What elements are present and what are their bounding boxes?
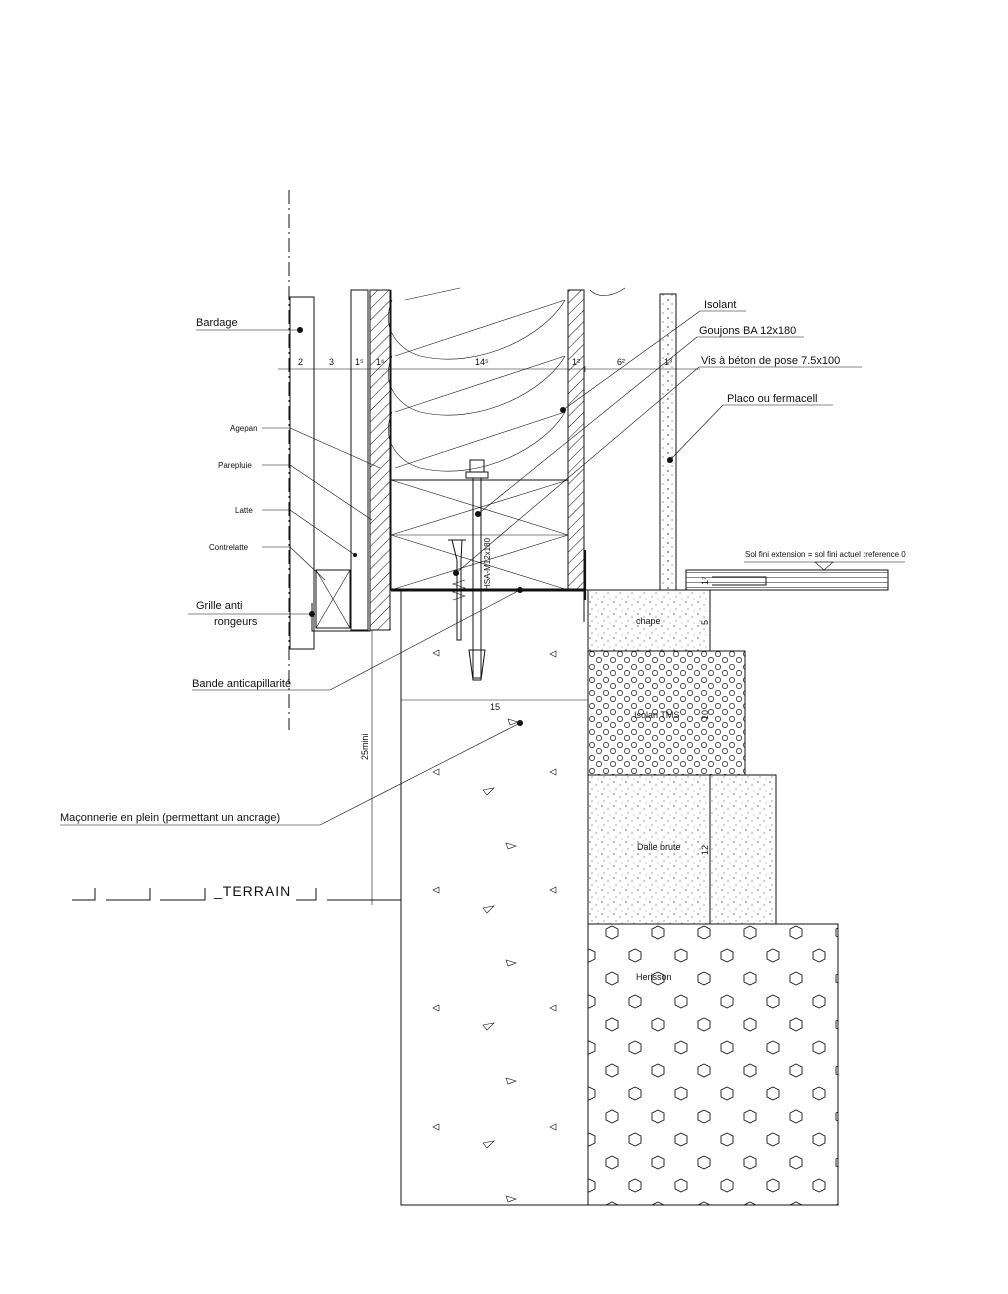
label-grille-2: rongeurs bbox=[214, 616, 258, 628]
label-placo: Placo ou fermacell bbox=[727, 393, 818, 405]
left-leaders bbox=[60, 327, 523, 826]
bardage-board bbox=[289, 296, 315, 650]
label-latte: Latte bbox=[235, 506, 253, 515]
dim-15: 15 bbox=[490, 702, 500, 712]
isolan-tms-layer bbox=[587, 650, 746, 776]
bolt-label: HSA-M12x180 bbox=[483, 537, 492, 590]
contrelatte-block bbox=[315, 569, 351, 629]
label-agepan: Agepan bbox=[230, 424, 258, 433]
label-vis: Vis à béton de pose 7.5x100 bbox=[701, 355, 840, 367]
label-sol-fini: Sol fini extension = sol fini actuel :re… bbox=[745, 550, 906, 559]
label-parepluie: Parepluie bbox=[218, 461, 252, 470]
label-chape: chape bbox=[636, 616, 661, 626]
sole-plate bbox=[390, 479, 569, 591]
label-grille-1: Grille anti bbox=[196, 600, 242, 612]
goujon-bolt: HSA-M12x180 bbox=[465, 459, 492, 681]
existing-floor bbox=[685, 569, 889, 651]
dim-10: 10 bbox=[700, 710, 710, 720]
label-contrelatte: Contrelatte bbox=[209, 543, 249, 552]
dim-1-7: 1⁷ bbox=[700, 577, 710, 585]
label-maconnerie: Maçonnerie en plein (permettant un ancra… bbox=[60, 812, 280, 824]
dim-1-5a: 1⁵ bbox=[355, 357, 364, 367]
dim-1-3: 1³ bbox=[664, 357, 672, 367]
agepan-panel bbox=[369, 289, 391, 631]
right-leaders bbox=[453, 310, 905, 576]
dim-25-mini: 25mini bbox=[360, 733, 370, 760]
label-isolan-tms: Isolan TMS bbox=[634, 710, 679, 720]
herisson-layer bbox=[587, 923, 839, 1206]
dim-14-5: 14⁵ bbox=[475, 357, 489, 367]
label-dalle-brute: Dalle brute bbox=[637, 842, 681, 852]
latte-batten bbox=[350, 289, 369, 631]
insulation-zone bbox=[388, 287, 626, 590]
label-bardage: Bardage bbox=[196, 317, 238, 329]
label-herisson: Herisson bbox=[636, 972, 672, 982]
label-isolant: Isolant bbox=[704, 299, 736, 311]
dim-1-2: 1² bbox=[572, 357, 580, 367]
top-dimension-chain bbox=[278, 366, 700, 372]
terrain-line bbox=[72, 888, 401, 901]
label-bande: Bande anticapillarité bbox=[192, 678, 291, 690]
label-goujons: Goujons BA 12x180 bbox=[699, 325, 796, 337]
dim-2: 2 bbox=[298, 357, 303, 367]
inner-osb-panel bbox=[567, 289, 585, 591]
terrain-label: _TERRAIN bbox=[213, 883, 291, 899]
dalle-brute-layer bbox=[587, 774, 777, 925]
dim-5: 5 bbox=[700, 620, 710, 625]
dim-3: 3 bbox=[329, 357, 334, 367]
dim-12: 12 bbox=[700, 845, 710, 855]
dim-1-6: 1⁶ bbox=[376, 357, 385, 367]
dim-6-2: 6² bbox=[617, 357, 625, 367]
grille-anti-rongeurs bbox=[311, 603, 371, 632]
chape-layer bbox=[587, 589, 711, 652]
masonry-wall bbox=[400, 589, 589, 1206]
